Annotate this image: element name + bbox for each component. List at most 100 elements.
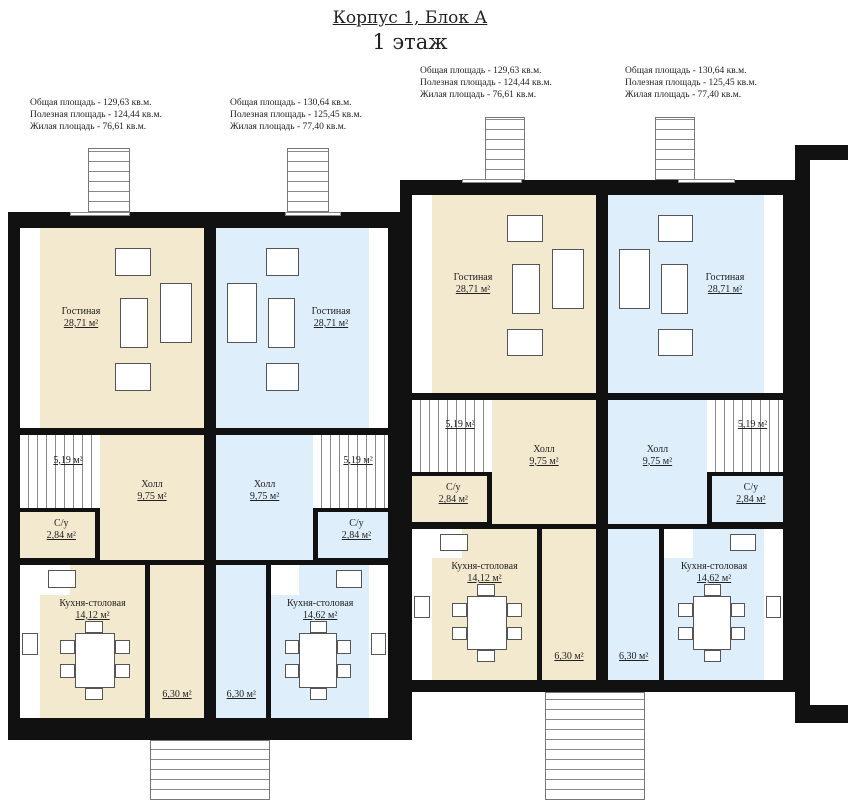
chair xyxy=(285,640,300,654)
room-area: 2,84 м² xyxy=(46,530,76,542)
armchair xyxy=(115,248,151,276)
sink xyxy=(335,570,362,588)
stat-total: Общая площадь - 130,64 кв.м. xyxy=(625,66,747,76)
chair xyxy=(730,626,745,641)
armchair xyxy=(658,328,693,357)
room-area: 28,71 м² xyxy=(313,318,349,329)
armchair xyxy=(507,328,543,357)
room-name: Холл xyxy=(253,479,276,491)
stat-useful: Полезная площадь - 125,45 кв.м. xyxy=(230,110,362,120)
window xyxy=(70,212,130,216)
chair xyxy=(730,602,745,617)
sink xyxy=(48,570,76,588)
kitchen-top xyxy=(462,528,537,559)
armchair xyxy=(658,214,693,243)
armchair xyxy=(265,363,300,391)
room-label-storage: 6,30 м² xyxy=(619,651,648,663)
armchair xyxy=(507,214,543,243)
unit-area-stats: Общая площадь - 130,64 кв.м. Полезная пло… xyxy=(625,65,757,101)
room-name: Кухня-столовая xyxy=(451,560,518,572)
room-area: 28,71 м² xyxy=(455,284,491,296)
storage-room xyxy=(542,528,596,680)
room-name: Холл xyxy=(141,479,163,491)
sink xyxy=(729,533,757,552)
room-label-storage: 6,30 м² xyxy=(162,689,191,701)
chair xyxy=(336,640,351,654)
sofa xyxy=(160,283,192,343)
porch-steps xyxy=(150,740,270,800)
chair xyxy=(310,621,328,633)
room-area: 2,84 м² xyxy=(341,530,372,542)
room-name: Гостиная xyxy=(453,272,493,284)
stat-useful: Полезная площадь - 124,44 кв.м. xyxy=(30,110,162,120)
room-name: Кухня-столовая xyxy=(680,560,748,572)
stat-useful: Полезная площадь - 125,45 кв.м. xyxy=(625,78,757,88)
porch-steps xyxy=(287,148,329,212)
sofa xyxy=(227,283,258,343)
sofa xyxy=(552,249,584,309)
staircase xyxy=(706,399,783,473)
stove xyxy=(414,595,430,618)
room-label-stairs: 5,19 м² xyxy=(53,455,82,467)
stat-useful: Полезная площадь - 124,44 кв.м. xyxy=(420,78,552,88)
storage-room xyxy=(216,565,267,718)
room-area: 2,84 м² xyxy=(438,494,468,506)
porch-steps xyxy=(655,117,695,180)
room-label-stairs: 5,19 м² xyxy=(738,419,767,431)
stat-total: Общая площадь - 129,63 кв.м. xyxy=(30,98,152,108)
room-label-storage: 6,30 м² xyxy=(227,689,256,701)
room-area: 5,19 м² xyxy=(737,419,768,431)
room-area: 5,19 м² xyxy=(53,454,83,466)
unit-area-stats: Общая площадь - 129,63 кв.м. Полезная пло… xyxy=(420,65,552,101)
room-area: 6,30 м² xyxy=(226,689,256,701)
room-area: 9,75 м² xyxy=(642,455,673,467)
stat-living: Жилая площадь - 76,61 кв.м. xyxy=(420,90,537,100)
room-label-stairs: 5,19 м² xyxy=(445,419,474,431)
unit-area-stats: Общая площадь - 129,63 кв.м. Полезная пло… xyxy=(30,97,162,133)
room-area: 9,75 м² xyxy=(137,491,167,503)
dining-table xyxy=(467,595,507,651)
coffee-table xyxy=(661,264,688,314)
room-area: 28,71 м² xyxy=(707,284,743,296)
room-name: Холл xyxy=(533,443,555,455)
staircase xyxy=(313,435,388,508)
room-name: С/у xyxy=(446,482,461,494)
room-label-storage: 6,30 м² xyxy=(554,651,583,663)
hall xyxy=(216,435,314,560)
dining-table xyxy=(75,633,115,688)
staircase xyxy=(20,435,100,508)
room-name: Кухня-столовая xyxy=(59,597,126,609)
chair xyxy=(507,602,522,617)
storage-room xyxy=(150,565,204,718)
hall xyxy=(492,399,596,524)
room-area: 5,19 м² xyxy=(445,419,475,431)
room-area: 14,62 м² xyxy=(303,609,338,621)
room-area: 9,75 м² xyxy=(529,455,559,467)
stove xyxy=(22,633,38,655)
chair xyxy=(704,583,722,596)
floor-label: 1 этаж xyxy=(372,30,448,54)
stat-total: Общая площадь - 129,63 кв.м. xyxy=(420,66,542,76)
porch-steps xyxy=(545,692,645,800)
stat-living: Жилая площадь - 77,40 кв.м. xyxy=(230,122,347,132)
stove xyxy=(765,595,782,618)
plan-title: Корпус 1, Блок А xyxy=(332,8,488,28)
armchair xyxy=(265,248,300,276)
room-area: 14,12 м² xyxy=(75,609,110,621)
room-area: 6,30 м² xyxy=(619,651,649,663)
window xyxy=(678,179,736,184)
storage-room xyxy=(608,528,660,680)
room-name: С/у xyxy=(54,518,69,530)
window xyxy=(462,179,522,184)
